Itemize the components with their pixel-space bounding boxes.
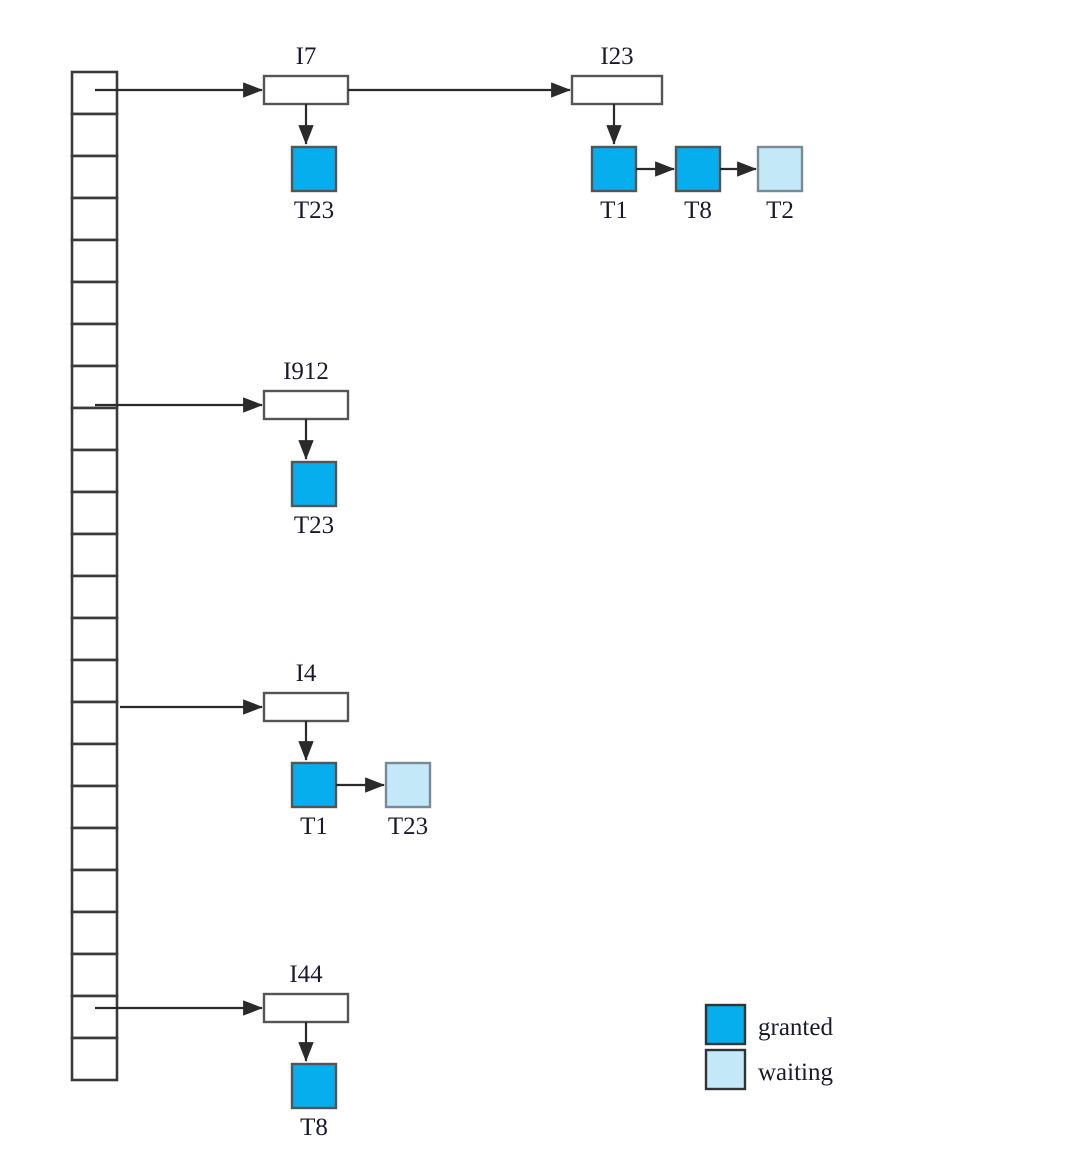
- legend-swatch-waiting: [704, 1048, 747, 1091]
- bucket-cell[interactable]: [70, 994, 119, 1040]
- bucket-cell[interactable]: [70, 700, 119, 746]
- transaction-node-waiting[interactable]: [384, 761, 432, 809]
- bucket-cell[interactable]: [70, 490, 119, 536]
- bucket-cell[interactable]: [70, 196, 119, 242]
- bucket-cell[interactable]: [70, 280, 119, 326]
- lock-item-i912[interactable]: [262, 389, 350, 421]
- bucket-cell[interactable]: [70, 868, 119, 914]
- bucket-cell[interactable]: [70, 784, 119, 830]
- bucket-cell[interactable]: [70, 406, 119, 452]
- transaction-node-granted[interactable]: [290, 1062, 338, 1110]
- transaction-label: T2: [766, 197, 794, 224]
- bucket-cell[interactable]: [70, 826, 119, 872]
- lock-item-label-i912: I912: [283, 358, 329, 385]
- bucket-cell[interactable]: [70, 112, 119, 158]
- lock-item-label-i44: I44: [289, 961, 323, 988]
- bucket-cell[interactable]: [70, 742, 119, 788]
- bucket-cell[interactable]: [70, 1036, 119, 1082]
- lock-item-label-i4: I4: [296, 660, 317, 687]
- bucket-cell[interactable]: [70, 952, 119, 998]
- transaction-node-granted[interactable]: [290, 145, 338, 193]
- lock-item-i23[interactable]: [570, 74, 664, 106]
- lock-table-bucket-array: [70, 70, 119, 1082]
- bucket-cell[interactable]: [70, 574, 119, 620]
- transaction-label: T8: [684, 197, 712, 224]
- bucket-cell[interactable]: [70, 532, 119, 578]
- lock-item-i7[interactable]: [262, 74, 350, 106]
- bucket-cell[interactable]: [70, 448, 119, 494]
- transaction-node-waiting[interactable]: [756, 145, 804, 193]
- legend: granted waiting: [704, 1003, 833, 1091]
- transaction-node-granted[interactable]: [590, 145, 638, 193]
- bucket-cell[interactable]: [70, 658, 119, 704]
- transaction-label: T1: [300, 813, 328, 840]
- lock-item-label-i23: I23: [600, 43, 633, 70]
- lock-item-i44[interactable]: [262, 992, 350, 1024]
- transaction-node-granted[interactable]: [290, 761, 338, 809]
- bucket-cell[interactable]: [70, 70, 119, 116]
- lock-item-i4[interactable]: [262, 691, 350, 723]
- transaction-label: T1: [600, 197, 628, 224]
- bucket-cell[interactable]: [70, 322, 119, 368]
- transaction-label: T23: [294, 197, 334, 224]
- transaction-node-granted[interactable]: [674, 145, 722, 193]
- bucket-cell[interactable]: [70, 910, 119, 956]
- transaction-label: T23: [294, 512, 334, 539]
- transaction-label: T8: [300, 1114, 328, 1141]
- bucket-cell[interactable]: [70, 238, 119, 284]
- bucket-cell[interactable]: [70, 616, 119, 662]
- bucket-cell[interactable]: [70, 154, 119, 200]
- legend-swatch-granted: [704, 1003, 747, 1046]
- transaction-label: T23: [388, 813, 428, 840]
- lock-item-label-i7: I7: [296, 43, 317, 70]
- legend-label-granted: granted: [758, 1014, 833, 1041]
- transaction-node-granted[interactable]: [290, 460, 338, 508]
- legend-label-waiting: waiting: [758, 1059, 833, 1086]
- bucket-cell[interactable]: [70, 364, 119, 410]
